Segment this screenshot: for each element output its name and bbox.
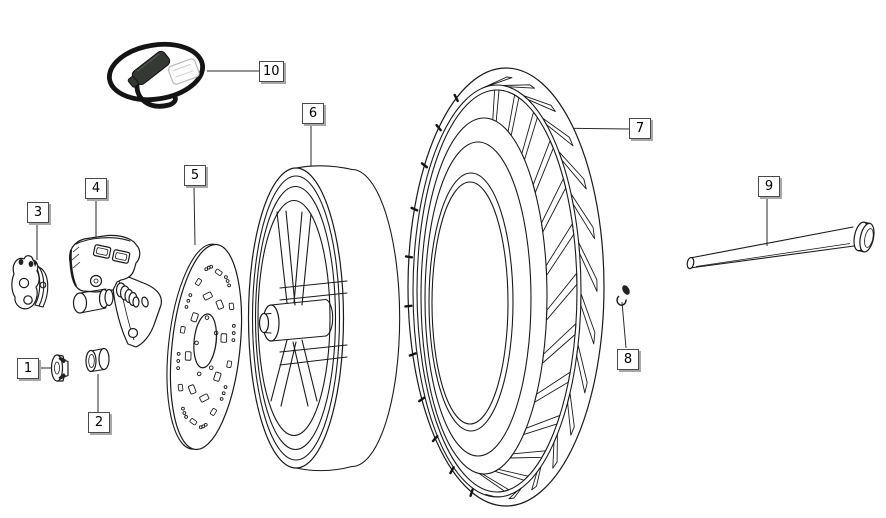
callout-flange-nut[interactable]: 1 [17, 358, 39, 379]
cable-connector [167, 58, 200, 85]
brake-caliper-drawing [69, 234, 162, 348]
cable-sensor-body [127, 50, 171, 88]
callout-retaining-clip[interactable]: 8 [617, 349, 639, 370]
brake-disc-drawing [166, 243, 243, 451]
brake-pads-drawing [11, 255, 49, 310]
callout-wheel-rim[interactable]: 6 [302, 103, 324, 124]
callout-brake-caliper[interactable]: 4 [85, 178, 107, 199]
callout-tire[interactable]: 7 [629, 118, 651, 139]
callout-axle-shaft[interactable]: 9 [758, 176, 780, 197]
retaining-clip-drawing [616, 285, 630, 306]
axle-shaft-drawing [686, 221, 875, 270]
spacer-bushing-drawing [85, 347, 110, 373]
wheel-rim-drawing [247, 165, 401, 472]
sensor-cable-drawing [106, 41, 206, 109]
callout-brake-disc[interactable]: 5 [184, 165, 206, 186]
callout-sensor-cable[interactable]: 10 [259, 61, 284, 82]
leader-lines [36, 70, 768, 412]
flange-nut-drawing [50, 354, 69, 382]
callout-spacer-bushing[interactable]: 2 [88, 412, 110, 433]
tire-drawing [404, 67, 605, 507]
callout-brake-pads[interactable]: 3 [27, 202, 49, 223]
